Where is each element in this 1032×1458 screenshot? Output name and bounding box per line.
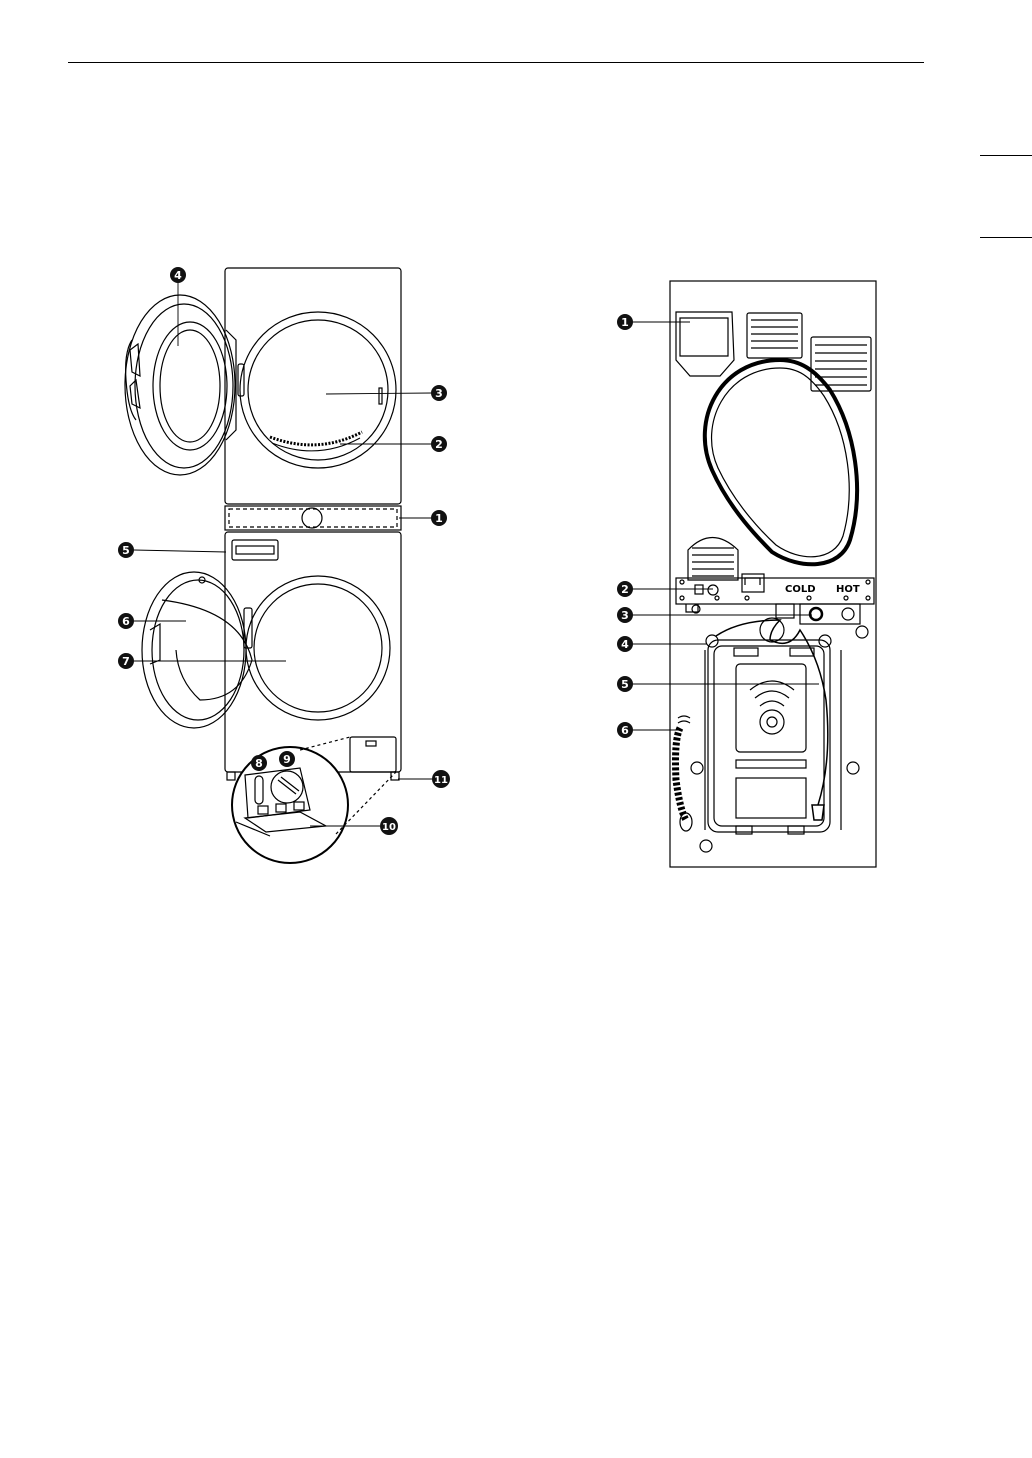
svg-text:1: 1 (621, 316, 629, 329)
svg-text:1: 1 (435, 512, 443, 525)
svg-text:7: 7 (122, 655, 130, 668)
svg-text:4: 4 (621, 638, 629, 651)
front-callout-2: 2 (431, 436, 447, 452)
rear-callout-6: 6 (617, 722, 633, 738)
front-callout-8: 8 (251, 755, 267, 771)
dryer-drum-ring (240, 312, 396, 468)
dryer-door (125, 295, 236, 475)
rear-callout-1: 1 (617, 314, 633, 330)
dryer-drum-inner (248, 320, 388, 460)
front-callout-7: 7 (118, 653, 134, 669)
rear-vent-lower (688, 538, 738, 581)
svg-text:6: 6 (122, 615, 130, 628)
svg-text:10: 10 (382, 822, 396, 833)
rear-view (670, 281, 876, 867)
front-callout-1: 1 (431, 510, 447, 526)
rear-callout-4: 4 (617, 636, 633, 652)
front-callout-11: 11 (432, 770, 450, 788)
svg-text:4: 4 (174, 269, 182, 282)
svg-text:8: 8 (255, 757, 263, 770)
svg-text:11: 11 (434, 775, 448, 786)
rear-callout-3: 3 (617, 607, 633, 623)
washer-back-plate (708, 640, 830, 832)
drain-hose (676, 728, 687, 820)
front-callout-10: 10 (380, 817, 398, 835)
lint-filter (270, 432, 362, 445)
svg-text:3: 3 (621, 609, 629, 622)
washer-door (142, 572, 252, 728)
svg-text:9: 9 (283, 753, 291, 766)
washer-drum-ring (246, 576, 390, 720)
svg-text:2: 2 (435, 438, 443, 451)
washer-drum-inner (254, 584, 382, 712)
rear-callout-5: 5 (617, 676, 633, 692)
hot-label: HOT (836, 584, 860, 595)
svg-text:2: 2 (621, 583, 629, 596)
front-view (125, 268, 401, 863)
front-callout-3: 3 (431, 385, 447, 401)
svg-text:5: 5 (621, 678, 629, 691)
svg-text:6: 6 (621, 724, 629, 737)
rear-vent-right (811, 337, 871, 391)
front-callout-9: 9 (279, 751, 295, 767)
svg-text:5: 5 (122, 544, 130, 557)
svg-text:3: 3 (435, 387, 443, 400)
dispenser-drawer (232, 540, 278, 560)
rear-callout-2: 2 (617, 581, 633, 597)
front-callout-4: 4 (170, 267, 186, 283)
drain-pump-cover (350, 737, 396, 772)
cold-label: COLD (785, 584, 816, 595)
dryer-cabinet (225, 268, 401, 504)
rear-vent-top (747, 313, 802, 358)
front-callout-6: 6 (118, 613, 134, 629)
washer-cabinet (225, 532, 401, 772)
front-callout-5: 5 (118, 542, 134, 558)
